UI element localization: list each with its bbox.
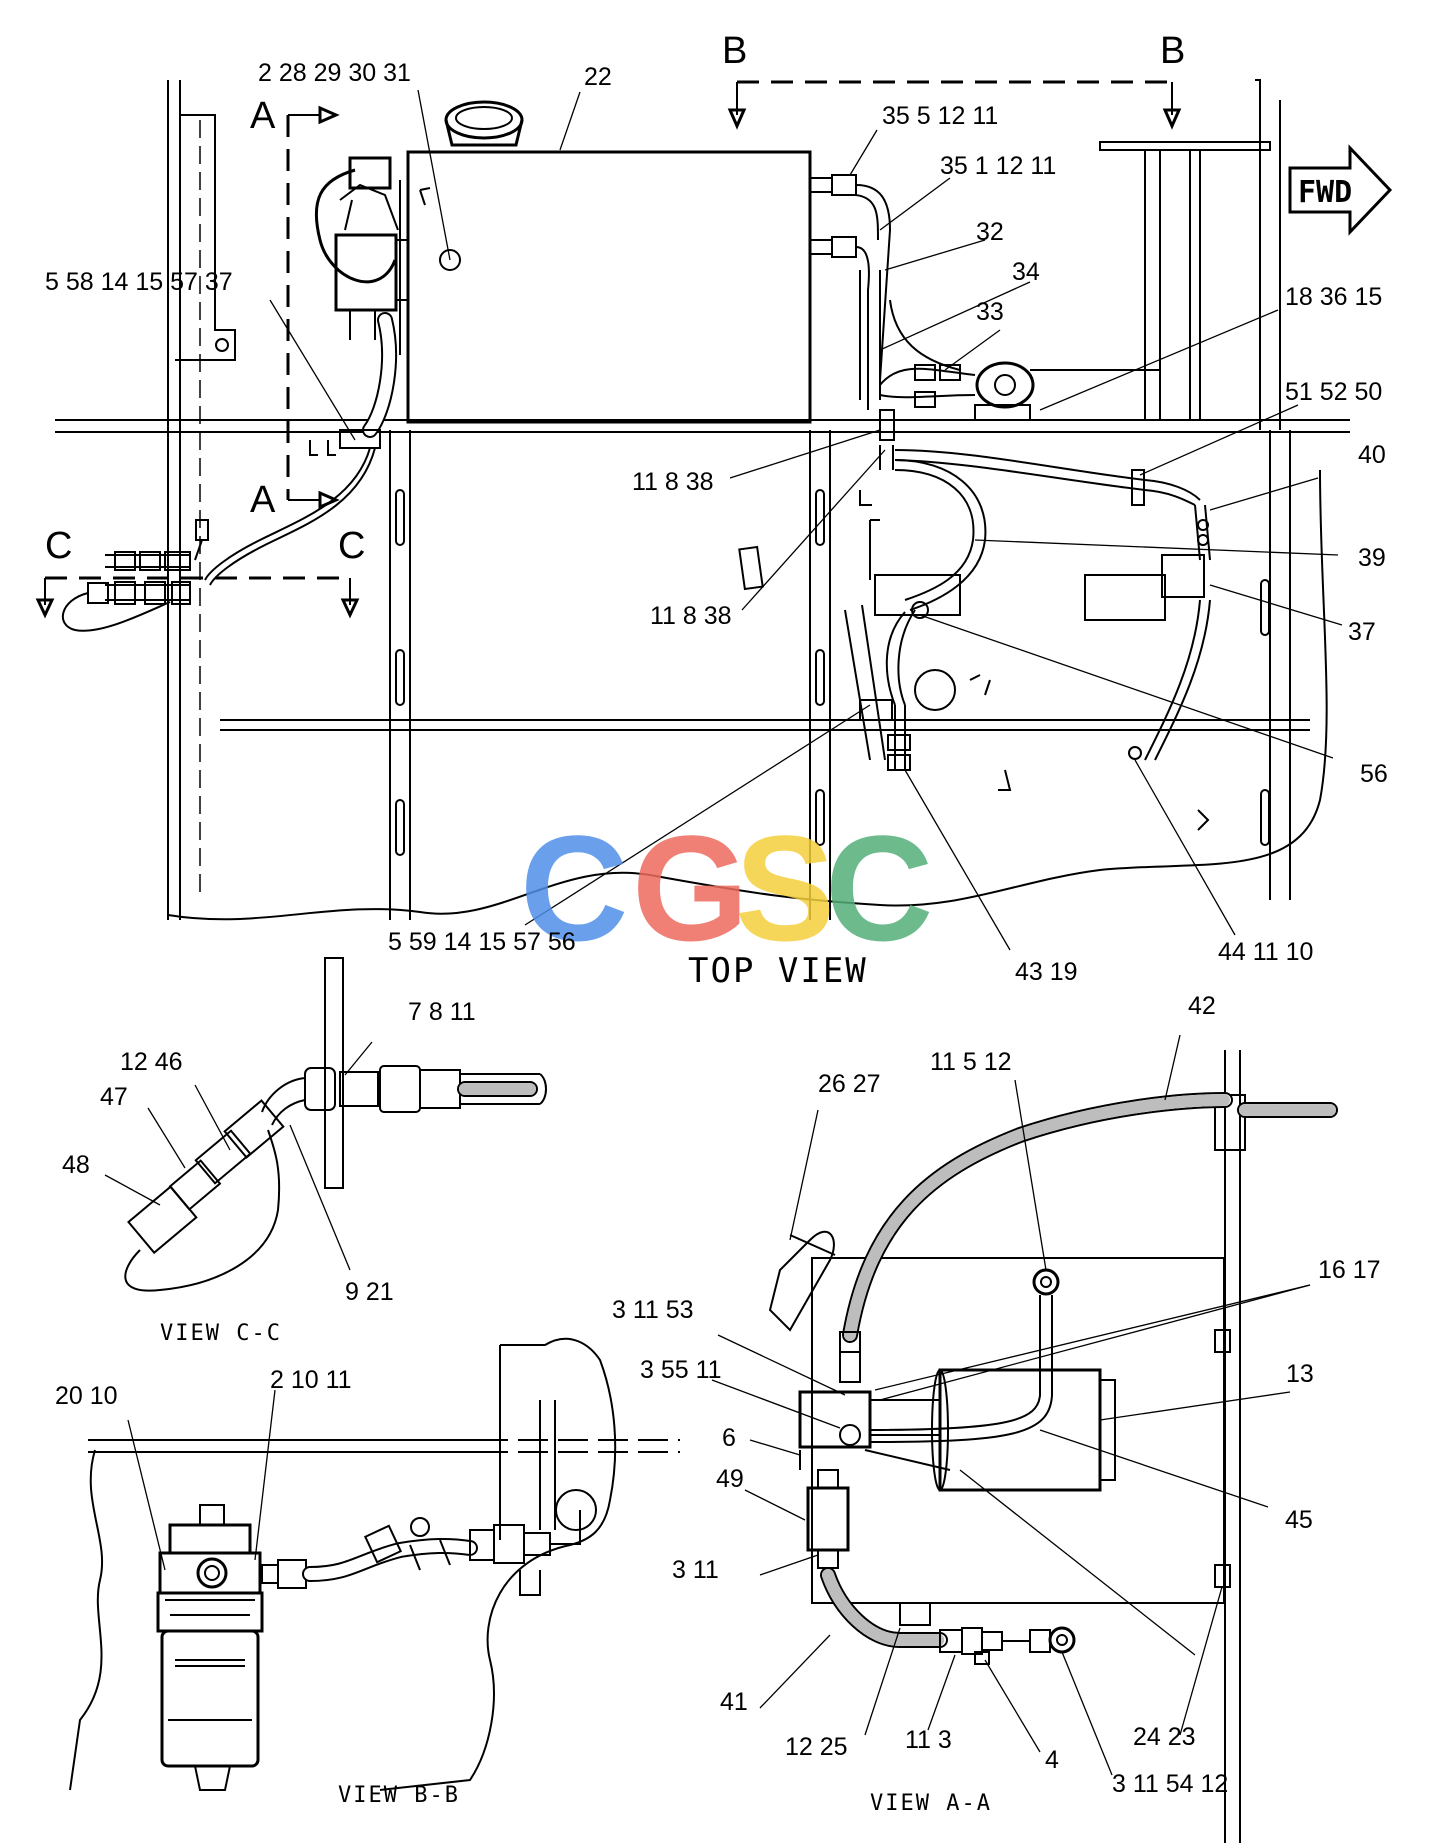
- callout-label: 39: [1358, 544, 1386, 572]
- watermark-letter: C: [825, 804, 933, 972]
- callout-label: 51 52 50: [1285, 378, 1382, 406]
- watermark-logo: C G S C: [520, 804, 933, 972]
- view-a-a-title: VIEW A-A: [870, 1791, 992, 1816]
- callout-label: 2 28 29 30 31: [258, 59, 411, 87]
- view-c-c: [104, 957, 547, 1292]
- callout-label: 43 19: [1015, 958, 1078, 986]
- watermark-letter: C: [520, 804, 628, 972]
- callout-label: 11 3: [905, 1726, 952, 1754]
- callout-label: 20 10: [55, 1382, 118, 1410]
- view-a-a: [711, 1034, 1338, 1843]
- callout-label: 3 11 54 12: [1112, 1770, 1228, 1798]
- callout-label: 48: [62, 1151, 90, 1179]
- callout-label: 56: [1360, 760, 1388, 788]
- callout-label: 32: [976, 218, 1004, 246]
- callout-label: 13: [1286, 1360, 1314, 1388]
- callout-label: 12 46: [120, 1048, 183, 1076]
- callout-label: 11 5 12: [930, 1048, 1012, 1076]
- callout-label: 45: [1285, 1506, 1313, 1534]
- callout-label: 2 10 11: [270, 1366, 352, 1394]
- callout-label: 4: [1045, 1746, 1059, 1774]
- callout-label: 35 1 12 11: [940, 152, 1056, 180]
- view-b-b-title: VIEW B-B: [338, 1783, 460, 1808]
- callout-label: 11 8 38: [650, 602, 732, 630]
- watermark-letter: G: [632, 804, 749, 972]
- section-c-label: C: [45, 525, 72, 567]
- callout-label: 9 21: [345, 1278, 394, 1306]
- callout-label: 6: [722, 1424, 736, 1452]
- callout-label: 5 58 14 15 57 37: [45, 268, 233, 296]
- callout-label: 44 11 10: [1218, 938, 1313, 966]
- callout-label: 24 23: [1133, 1723, 1196, 1751]
- section-a-label: A: [250, 95, 276, 137]
- callout-label: 40: [1358, 441, 1386, 469]
- hydraulic-tank: [406, 150, 812, 424]
- callout-label: 3 11: [672, 1556, 719, 1584]
- callout-label: 42: [1188, 992, 1216, 1020]
- callout-label: 41: [720, 1688, 748, 1716]
- callout-label: 5 59 14 15 57 56: [388, 928, 576, 956]
- top-view: FWD: [35, 79, 1393, 951]
- callout-label: 11 8 38: [632, 468, 714, 496]
- callout-label: 16 17: [1318, 1256, 1381, 1284]
- section-a-label: A: [250, 479, 276, 521]
- callout-label: 33: [976, 298, 1004, 326]
- callout-label: 47: [100, 1083, 128, 1111]
- view-b-b: [69, 1337, 680, 1791]
- top-view-title: TOP VIEW: [688, 951, 868, 991]
- callout-label: 35 5 12 11: [882, 102, 998, 130]
- watermark-letter: S: [735, 804, 835, 972]
- callout-label: 22: [584, 63, 612, 91]
- view-c-c-title: VIEW C-C: [160, 1321, 282, 1346]
- forward-arrow-icon: FWD: [1288, 144, 1393, 236]
- section-b-label: B: [1160, 30, 1185, 72]
- callout-label: 49: [716, 1465, 744, 1493]
- callout-label: 3 11 53: [612, 1296, 694, 1324]
- callout-label: 37: [1348, 618, 1376, 646]
- callout-label: 26 27: [818, 1070, 881, 1098]
- section-b-label: B: [722, 30, 747, 72]
- section-c-label: C: [338, 525, 365, 567]
- callout-label: 34: [1012, 258, 1040, 286]
- forward-label: FWD: [1298, 175, 1352, 210]
- callout-labels: 2 28 29 30 31 22 35 5 12 11 35 1 12 11 3…: [45, 59, 1388, 1798]
- callout-label: 18 36 15: [1285, 283, 1382, 311]
- callout-label: 12 25: [785, 1733, 848, 1761]
- callout-label: 7 8 11: [408, 998, 476, 1026]
- callout-label: 3 55 11: [640, 1356, 722, 1384]
